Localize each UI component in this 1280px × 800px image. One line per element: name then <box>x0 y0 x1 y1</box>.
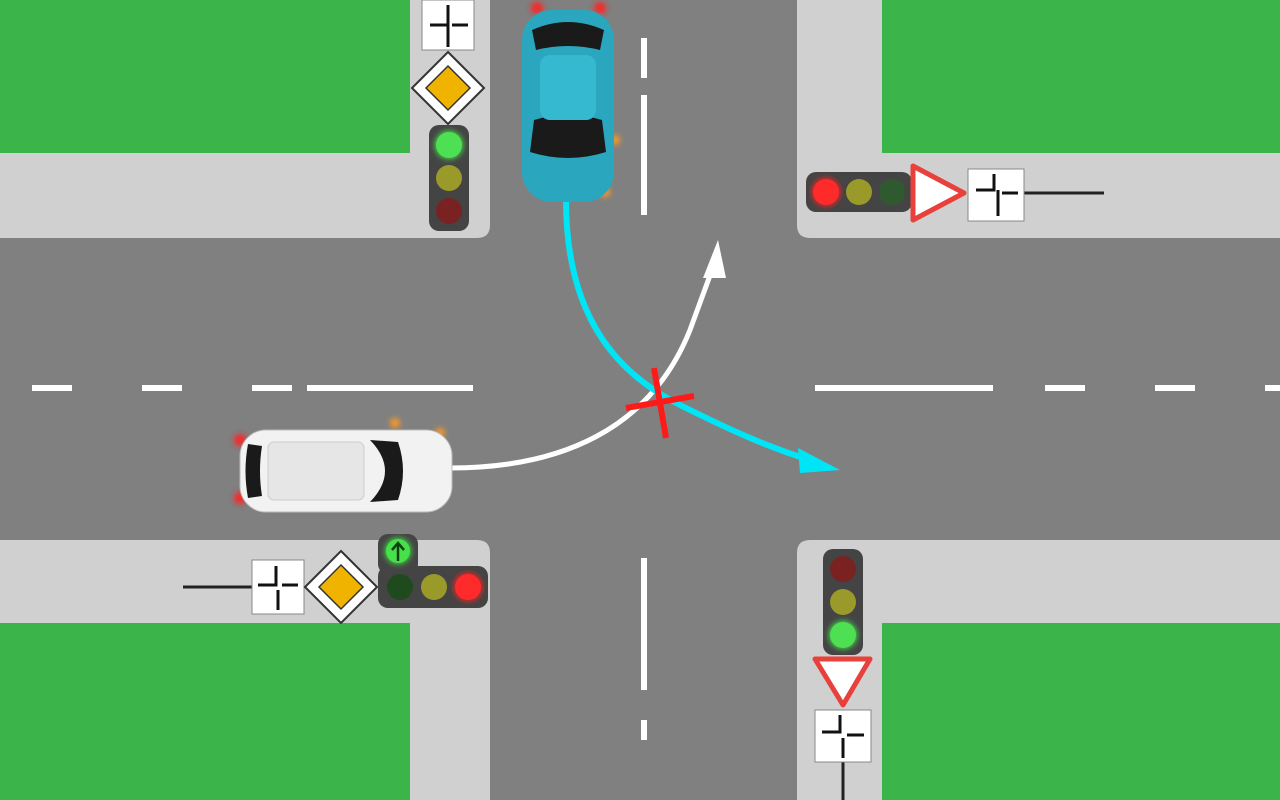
yield-sign-icon <box>812 656 873 708</box>
lane-markings <box>32 38 1280 740</box>
green-arrow-icon <box>391 541 405 561</box>
teal-car-path-arrow-icon <box>563 199 840 473</box>
white-car-icon <box>234 418 453 513</box>
yield-sign-icon <box>910 163 967 223</box>
traffic-light-south <box>823 549 863 655</box>
priority-road-sign-icon <box>303 549 379 625</box>
road-layout-plate-icon <box>967 168 1104 222</box>
road-layout-plate-icon <box>183 559 305 615</box>
road-layout-plate-icon <box>814 709 872 800</box>
white-car-path-arrow-icon <box>449 240 726 471</box>
corner-bottom-right <box>797 540 1280 800</box>
priority-road-sign-icon <box>410 50 486 126</box>
corner-bottom-left <box>0 540 490 800</box>
corner-top-left <box>0 0 490 238</box>
traffic-light-north <box>429 125 469 231</box>
teal-car-icon <box>522 2 620 202</box>
road-layout-plate-icon <box>421 0 475 51</box>
traffic-light-east <box>806 172 912 212</box>
traffic-light-west <box>378 534 488 608</box>
conflict-cross-icon <box>625 367 695 439</box>
